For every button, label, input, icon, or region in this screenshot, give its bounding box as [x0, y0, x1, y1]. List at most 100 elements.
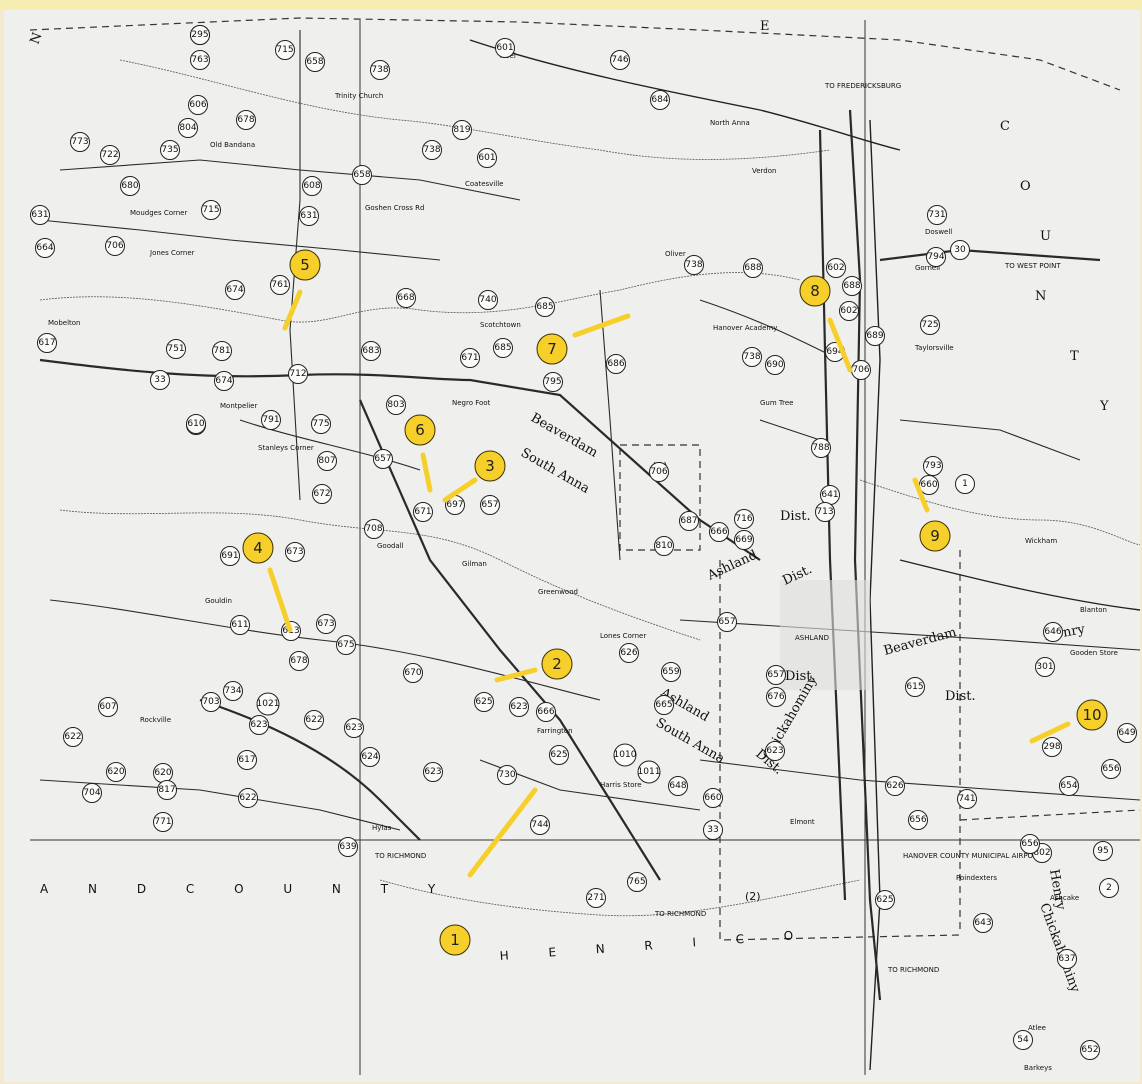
route-number: 33: [707, 825, 718, 835]
highlight-marker-5[interactable]: 5: [282, 249, 321, 331]
place-label: Barkeys: [1024, 1064, 1052, 1072]
route-number: 685: [494, 343, 511, 353]
highlight-marker-8[interactable]: 8: [799, 275, 853, 373]
river: [859, 479, 1141, 546]
route-shield-652: 652: [1080, 1040, 1100, 1060]
route-number: 688: [744, 263, 761, 273]
route-number: 673: [317, 619, 334, 629]
route-shield-738: 738: [684, 255, 704, 275]
route-number: 741: [958, 794, 975, 804]
route-shield-30: 30: [950, 240, 970, 260]
marker-number: 1: [450, 931, 460, 949]
route-number: 643: [974, 918, 991, 928]
route-number: 625: [876, 895, 893, 905]
route-number: 731: [928, 210, 945, 220]
county-label-t: T: [1070, 349, 1079, 364]
route-shield-643: 643: [973, 913, 993, 933]
place-label: Ashcake: [1050, 894, 1079, 902]
route-number: 669: [735, 535, 752, 545]
route-shield-657: 657: [480, 495, 500, 515]
railway: [899, 559, 1141, 611]
place-label: Oliver: [665, 250, 686, 258]
district-label: Dist.: [785, 669, 816, 684]
route-number: 706: [650, 467, 667, 477]
highlight-marker-10[interactable]: 10: [1029, 699, 1108, 744]
route-shield-794: 794: [926, 247, 946, 267]
railway: [469, 39, 901, 151]
route-shield-725: 725: [920, 315, 940, 335]
highlight-marker-4[interactable]: 4: [242, 532, 293, 633]
place-label: Poindexters: [956, 874, 997, 882]
highlight-marker-3[interactable]: 3: [442, 450, 506, 503]
route-number: 740: [479, 295, 496, 305]
route-shield-683: 683: [361, 341, 381, 361]
route-shield-611: 611: [230, 615, 250, 635]
marker-circle: [536, 333, 568, 365]
road-i-95: [848, 109, 882, 1001]
route-shield-672: 672: [312, 484, 332, 504]
place-label: Lones Corner: [600, 632, 646, 640]
route-shield-669: 669: [734, 530, 754, 550]
marker-circle: [1076, 699, 1108, 731]
route-number: 657: [767, 670, 784, 680]
place-label: Verdon: [752, 167, 776, 175]
route-number: 678: [237, 115, 254, 125]
place-label: ASHLAND: [795, 634, 829, 642]
place-label: Gilman: [462, 560, 487, 568]
route-number: 730: [498, 770, 515, 780]
highlight-marker-2[interactable]: 2: [494, 648, 573, 683]
route-number: 683: [362, 346, 379, 356]
route-shield-654: 654: [1059, 776, 1079, 796]
highlight-marker-7[interactable]: 7: [536, 313, 631, 365]
route-number: 793: [924, 461, 941, 471]
route-number: 656: [1102, 764, 1119, 774]
place-label: Blanton: [1080, 606, 1107, 614]
place-label: Taylorsville: [914, 344, 954, 352]
highlight-marker-9[interactable]: 9: [912, 477, 951, 552]
route-number: 2: [1106, 883, 1112, 893]
route-number: 639: [339, 842, 356, 852]
route-shield-626: 626: [885, 776, 905, 796]
route-shield-607: 607: [98, 697, 118, 717]
route-shield-738: 738: [370, 60, 390, 80]
highlight-marker-6[interactable]: 6: [404, 414, 436, 493]
route-shield-706: 706: [649, 462, 669, 482]
route-number: 746: [611, 55, 628, 65]
direction-label: TO RICHMOND: [374, 852, 426, 860]
district-label: Dist.: [780, 509, 811, 524]
marker-number: 10: [1082, 706, 1101, 724]
route-shield-773: 773: [70, 132, 90, 152]
route-number: 794: [927, 252, 944, 262]
route-number: 623: [424, 767, 441, 777]
route-number: 646: [1044, 627, 1061, 637]
route-shield-704: 704: [82, 783, 102, 803]
route-number: 657: [718, 617, 735, 627]
highlight-marker-1[interactable]: 1: [439, 787, 538, 956]
route-shield-722: 722: [100, 145, 120, 165]
route-shield-678: 678: [236, 110, 256, 130]
marker-pointer: [282, 289, 303, 331]
route-number: 623: [510, 702, 527, 712]
route-shield-703: 703: [201, 692, 221, 712]
route-number: 734: [224, 686, 241, 696]
route-number: 744: [531, 820, 548, 830]
road: [239, 419, 421, 471]
route-shield-804: 804: [178, 118, 198, 138]
route-shield-744: 744: [530, 815, 550, 835]
route-number: 738: [743, 352, 760, 362]
district-boundary: [619, 444, 701, 551]
route-number: 623: [766, 746, 783, 756]
route-shield-656: 656: [1020, 834, 1040, 854]
route-shield-746: 746: [610, 50, 630, 70]
place-label: Rockville: [140, 716, 171, 724]
route-shield-620: 620: [153, 763, 173, 783]
road-state: [358, 399, 661, 881]
route-number: 674: [215, 376, 232, 386]
route-number: 671: [414, 507, 431, 517]
place-label: Gouldin: [205, 597, 232, 605]
route-number: 795: [544, 377, 561, 387]
route-shield-685: 685: [535, 297, 555, 317]
route-shield-615: 615: [905, 677, 925, 697]
route-shield-734: 734: [223, 681, 243, 701]
